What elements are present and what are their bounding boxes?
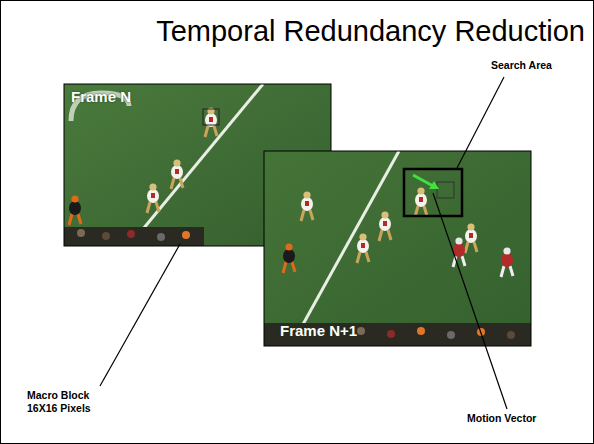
spectator — [127, 230, 135, 238]
football-player — [465, 223, 477, 253]
leader-line — [457, 77, 504, 168]
frame-image: Frame N — [64, 84, 331, 246]
football-player — [453, 237, 465, 267]
yard-line — [129, 84, 263, 246]
frame-image: Frame N+1 — [264, 151, 531, 346]
spectator — [157, 233, 165, 241]
macro-block — [203, 109, 219, 125]
leader-line — [433, 193, 507, 409]
football-player — [357, 233, 369, 263]
football-player — [501, 247, 513, 277]
football-player — [171, 159, 183, 189]
sideline-crowd — [64, 227, 204, 246]
football-player — [147, 183, 159, 213]
field — [264, 151, 531, 346]
frame-label: Frame N — [71, 88, 324, 105]
frame-label: Frame N+1 — [280, 322, 523, 339]
spectator — [417, 327, 425, 335]
frame-border — [264, 151, 531, 346]
search-area-box — [404, 169, 462, 216]
spectator — [182, 231, 190, 239]
spectator — [507, 331, 515, 339]
frame-n1-picture — [264, 151, 531, 346]
yard-line — [291, 151, 399, 346]
callout-label: Search Area — [491, 59, 552, 72]
leader-line — [100, 244, 180, 386]
spectator — [387, 330, 395, 338]
football-player — [283, 243, 295, 273]
spectator — [102, 232, 110, 240]
spectator — [447, 331, 455, 339]
football-player — [415, 187, 427, 217]
football-player — [379, 211, 391, 241]
callout-label: Macro Block 16X16 Pixels — [27, 389, 107, 415]
football-player — [69, 195, 81, 225]
callout-label: Motion Vector — [467, 412, 536, 425]
macro-block — [437, 182, 454, 198]
spectator — [357, 327, 365, 335]
motion-vector-arrow — [413, 175, 433, 186]
spectator — [77, 229, 85, 237]
motion-vector-head — [429, 181, 439, 189]
football-player — [301, 191, 313, 221]
slide-title: Temporal Redundancy Reduction — [156, 15, 585, 48]
sideline-crowd — [264, 323, 531, 346]
football-player — [205, 107, 217, 137]
